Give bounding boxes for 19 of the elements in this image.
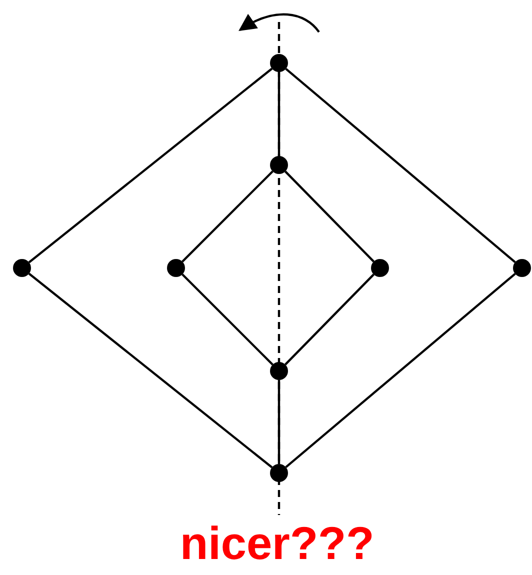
connector-line bbox=[28, 272, 273, 468]
vertex-dot bbox=[13, 259, 31, 277]
connector-line bbox=[284, 170, 374, 262]
vertex-dot bbox=[270, 54, 288, 72]
connector-line bbox=[28, 68, 273, 264]
connector-line bbox=[278, 72, 280, 156]
annotation-text: nicer??? bbox=[180, 520, 374, 566]
connector-line bbox=[182, 274, 274, 366]
vertex-dot bbox=[270, 464, 288, 482]
vertex-dot bbox=[513, 259, 531, 277]
vertex-dot bbox=[270, 156, 288, 174]
vertex-dot bbox=[270, 362, 288, 380]
connector-line bbox=[182, 170, 274, 262]
vertex-dot bbox=[167, 259, 185, 277]
connector-line bbox=[278, 380, 280, 464]
vertex-dot bbox=[371, 259, 389, 277]
connector-line bbox=[285, 272, 516, 468]
connector-line bbox=[284, 274, 374, 366]
connector-line bbox=[285, 68, 516, 264]
